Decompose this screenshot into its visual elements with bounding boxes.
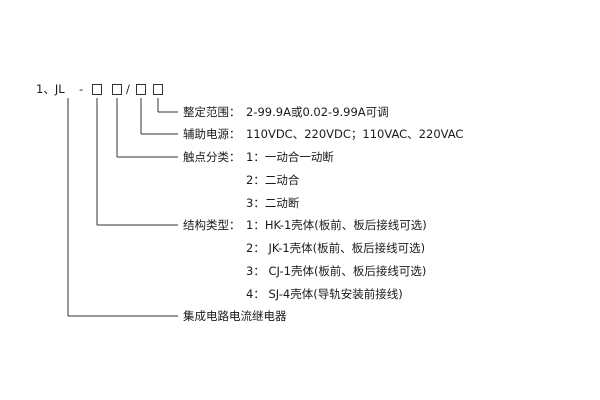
product-name: 集成电路电流继电器 <box>183 309 287 323</box>
code-box-contact <box>112 84 122 95</box>
structure-option-1: 1：HK-1壳体(板前、板后接线可选) <box>246 218 427 232</box>
structure-label: 结构类型： <box>183 218 241 232</box>
code-box-structure <box>92 84 102 95</box>
contact-option-2: 2：二动合 <box>246 173 300 187</box>
range-value: 2-99.9A或0.02-9.99A可调 <box>246 105 389 119</box>
code-box-power <box>136 84 146 95</box>
structure-option-3: 3： CJ-1壳体(板前、板后接线可选) <box>246 264 427 278</box>
range-label: 整定范围： <box>183 105 241 119</box>
power-label: 辅助电源： <box>183 127 241 141</box>
contact-option-3: 3：二动断 <box>246 196 300 210</box>
structure-option-4: 4： SJ-4壳体(导轨安装前接线) <box>246 287 403 301</box>
model-prefix: 1、JL <box>36 82 65 96</box>
structure-option-2: 2： JK-1壳体(板前、板后接线可选) <box>246 241 426 255</box>
code-box-range <box>153 84 163 95</box>
contact-label: 触点分类： <box>183 150 241 164</box>
model-dash: - <box>79 82 84 96</box>
model-slash: / <box>126 82 130 96</box>
power-value: 110VDC、220VDC；110VAC、220VAC <box>246 127 464 141</box>
contact-option-1: 1：一动合一动断 <box>246 150 334 164</box>
